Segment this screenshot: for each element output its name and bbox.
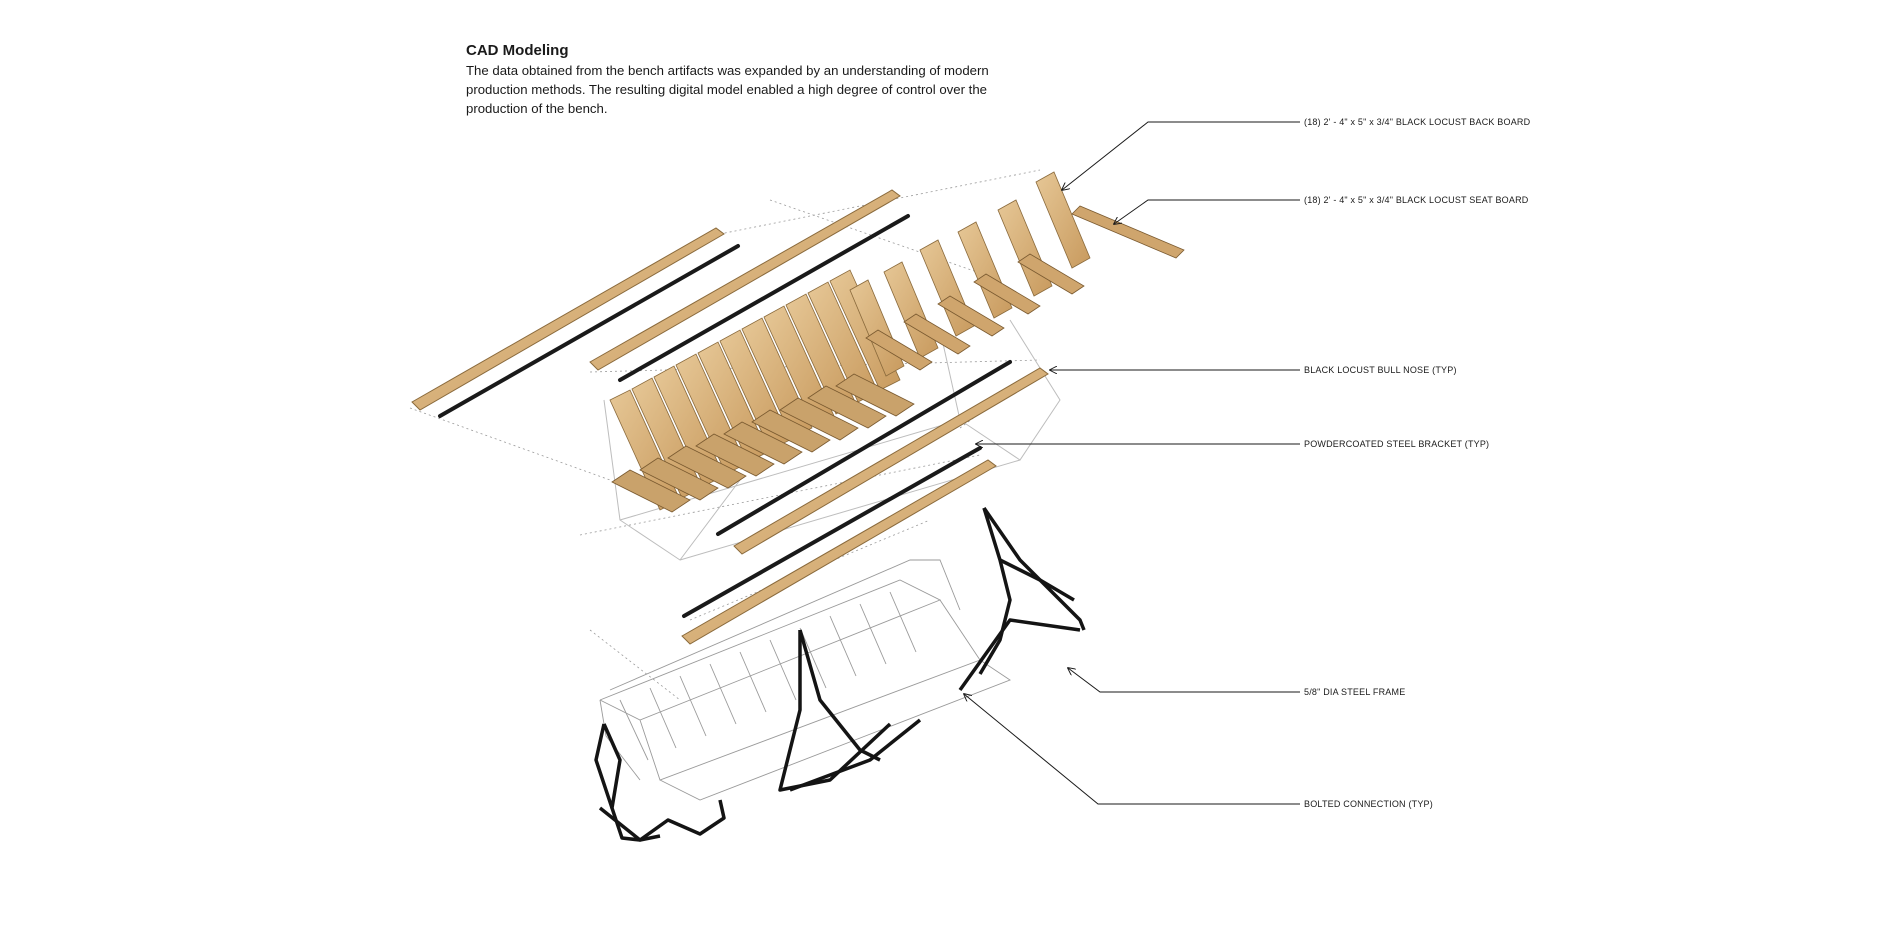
callout-labels: (18) 2' - 4" x 5" x 3/4" BLACK LOCUST BA… [1304, 117, 1531, 809]
callout-steel-bracket: POWDERCOATED STEEL BRACKET (TYP) [1304, 439, 1489, 449]
steel-frame-legs [594, 507, 1086, 842]
seat-boards [611, 373, 915, 513]
callout-back-board: (18) 2' - 4" x 5" x 3/4" BLACK LOCUST BA… [1304, 117, 1531, 127]
callout-steel-frame: 5/8" DIA STEEL FRAME [1304, 687, 1405, 697]
callout-seat-board: (18) 2' - 4" x 5" x 3/4" BLACK LOCUST SE… [1304, 195, 1529, 205]
wireframe-bench [599, 559, 1011, 801]
bull-nose-left [411, 227, 740, 418]
bull-nose-back [589, 189, 910, 382]
intro-title: CAD Modeling [466, 42, 569, 59]
callout-bull-nose: BLACK LOCUST BULL NOSE (TYP) [1304, 365, 1457, 375]
intro-body: The data obtained from the bench artifac… [466, 63, 989, 116]
callout-leaders [964, 121, 1300, 805]
intro-block: CAD Modeling The data obtained from the … [466, 42, 1006, 118]
exploded-seat-boards [865, 205, 1185, 371]
callout-bolted-connection: BOLTED CONNECTION (TYP) [1304, 799, 1433, 809]
bull-nose-front [681, 360, 1049, 645]
